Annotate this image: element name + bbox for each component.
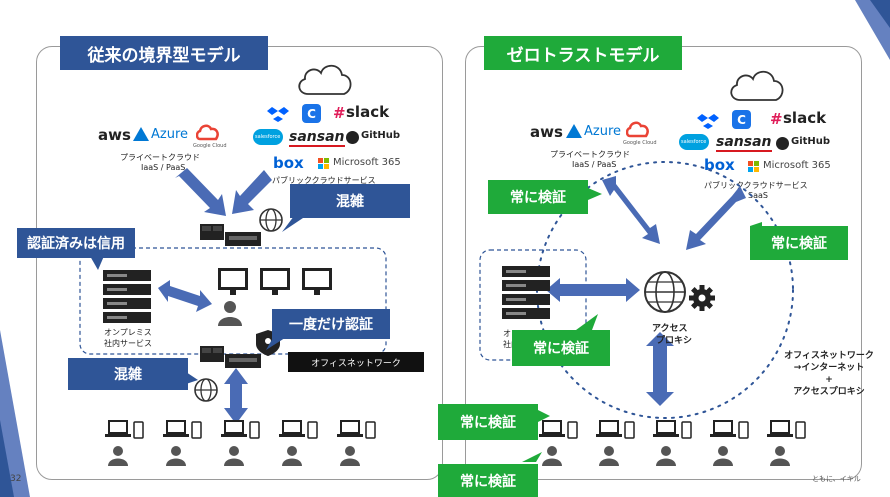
aws-logo: aws [98, 126, 131, 144]
google-cloud-label: Google Cloud [193, 143, 227, 149]
github-logo-right: GitHub [791, 136, 831, 147]
always-verify-callout-3: 常に検証 [512, 330, 610, 366]
github-logo: GitHub [361, 130, 401, 141]
salesforce-logo: salesforce [255, 134, 281, 140]
always-verify-callout-4: 常に検証 [438, 404, 538, 440]
dropbox-icon [267, 107, 289, 122]
github-icon-right [776, 137, 789, 150]
cloud-icon [298, 64, 352, 95]
office-network-label: オフィスネットワーク [288, 352, 424, 372]
slack-hash-icon-right: # [770, 110, 783, 128]
salesforce-logo-right: salesforce [681, 139, 707, 145]
microsoft365-logo: Microsoft 365 [333, 157, 401, 168]
right-public-cloud-label: パブリッククラウドサービス [704, 181, 808, 190]
c-app-icon: C [302, 104, 321, 123]
office-route-text: オフィスネットワーク →インターネット + アクセスプロキシ [770, 350, 888, 398]
azure-logo: Azure [151, 127, 189, 142]
left-onprem-label-2: 社内サービス [104, 339, 152, 348]
azure-logo-right: Azure [584, 124, 622, 139]
trusted-after-auth-callout: 認証済みは信用 [17, 228, 135, 258]
always-verify-callout-1: 常に検証 [488, 180, 588, 214]
right-private-cloud-sub: IaaS / PaaS [572, 160, 617, 169]
office-route-line-4: アクセスプロキシ [793, 387, 865, 397]
google-cloud-icon-right [626, 121, 649, 138]
right-public-cloud-sub: SaaS [748, 191, 768, 200]
github-icon [346, 131, 359, 144]
right-private-cloud-label: プライベートクラウド [550, 150, 630, 159]
right-onprem-label-1: オ [503, 329, 511, 338]
auth-once-callout: 一度だけ認証 [272, 309, 390, 339]
proxy-label-1: アクセス [652, 324, 688, 334]
microsoft365-logo-right: Microsoft 365 [763, 160, 831, 171]
left-private-cloud-sub: IaaS / PaaS [141, 163, 186, 172]
cloud-icon-right [730, 70, 784, 101]
always-verify-callout-5: 常に検証 [438, 464, 538, 497]
azure-icon-right [566, 124, 582, 138]
office-route-line-3: + [825, 375, 833, 385]
slack-hash-icon: # [333, 104, 346, 122]
slack-logo-right: slack [783, 109, 827, 127]
salesforce-icon [253, 129, 283, 145]
dropbox-icon-right [697, 114, 719, 129]
google-cloud-label-right: Google Cloud [623, 140, 657, 146]
left-private-cloud-label: プライベートクラウド [120, 153, 200, 162]
microsoft-icon-right [748, 161, 759, 172]
box-logo: box [273, 154, 304, 172]
left-panel-title: 従来の境界型モデル [60, 36, 268, 70]
always-verify-callout-2: 常に検証 [750, 226, 848, 260]
google-cloud-icon [196, 124, 219, 141]
left-public-cloud-label: パブリッククラウドサービス [272, 176, 376, 185]
sansan-logo: sansan [289, 129, 345, 147]
right-diagram-graphics [479, 161, 806, 466]
left-diagram-graphics [79, 168, 387, 466]
salesforce-icon-right [679, 134, 709, 150]
slack-logo: slack [346, 103, 390, 121]
page-number: 32 [10, 474, 22, 484]
box-logo-right: box [704, 156, 735, 174]
congestion-callout-bottom: 混雑 [68, 358, 188, 390]
azure-icon [133, 127, 149, 141]
congestion-callout-top: 混雑 [290, 184, 410, 218]
sansan-logo-right: sansan [716, 134, 772, 152]
office-route-line-2: →インターネット [793, 363, 865, 373]
aws-logo-right: aws [530, 123, 563, 141]
microsoft-icon [318, 158, 329, 169]
office-route-line-1: オフィスネットワーク [784, 351, 874, 361]
right-onprem-label-2: 社内 [503, 340, 519, 349]
footer-text: ともに、イキル [812, 475, 861, 483]
left-onprem-label-1: オンプレミス [104, 328, 152, 337]
c-app-icon-right: C [732, 110, 751, 129]
right-panel-title: ゼロトラストモデル [484, 36, 682, 70]
proxy-label-2: プロキシ [656, 336, 693, 346]
